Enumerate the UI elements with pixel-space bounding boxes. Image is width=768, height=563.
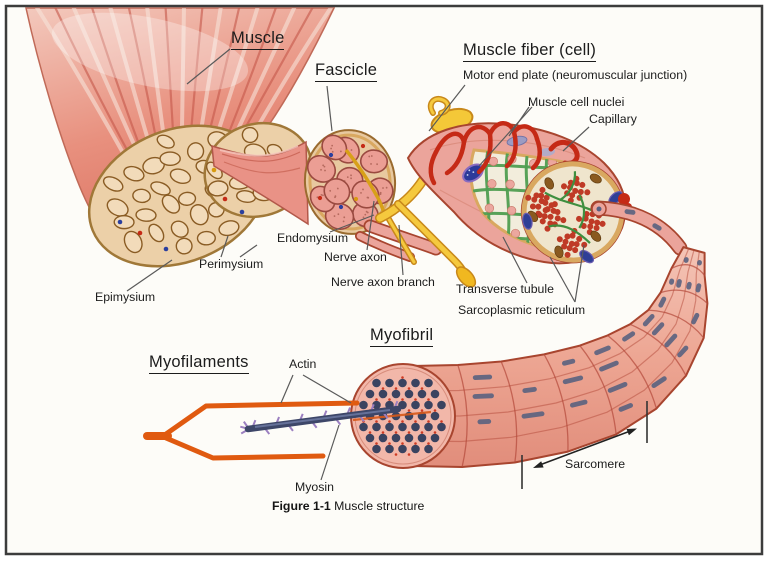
leader-line bbox=[239, 244, 258, 258]
figure-caption-number: Figure 1-1 bbox=[272, 499, 331, 513]
label-sarcomere: Sarcomere bbox=[565, 457, 626, 471]
leader-line bbox=[478, 106, 533, 167]
label-motor-end-plate: Motor end plate (neuromuscular junction) bbox=[463, 68, 688, 82]
leader-line bbox=[502, 236, 528, 284]
capillary-network bbox=[428, 149, 439, 186]
label-fascicle: Fascicle bbox=[315, 61, 378, 82]
capillary-network bbox=[530, 136, 543, 171]
nerve-ending bbox=[455, 266, 477, 288]
leader-line bbox=[329, 214, 375, 233]
leader-line bbox=[574, 244, 585, 303]
leader-line bbox=[562, 126, 590, 152]
label-nerve-axon: Nerve axon bbox=[324, 250, 387, 264]
leader-line bbox=[549, 256, 576, 303]
leader-line bbox=[428, 84, 466, 132]
label-actin: Actin bbox=[289, 357, 317, 371]
leader-line bbox=[126, 259, 173, 292]
myofibril-cut-face bbox=[350, 363, 456, 469]
label-muscle: Muscle bbox=[231, 29, 285, 50]
actin-filament bbox=[163, 400, 360, 437]
leader-line bbox=[398, 224, 404, 276]
actin-filament-in-face bbox=[352, 410, 432, 422]
capillary-network bbox=[476, 131, 493, 175]
figure-caption: Figure 1-1 Muscle structure bbox=[272, 499, 424, 513]
label-capillary: Capillary bbox=[589, 112, 637, 126]
actin-filament bbox=[163, 435, 326, 461]
label-muscle-cell-nuclei: Muscle cell nuclei bbox=[528, 95, 625, 109]
label-epimysium: Epimysium bbox=[95, 290, 156, 304]
figure-caption-text: Muscle structure bbox=[330, 499, 425, 513]
leader-line bbox=[326, 85, 333, 132]
label-myofilaments: Myofilaments bbox=[149, 353, 249, 374]
sarcomere-arrow bbox=[536, 429, 634, 467]
leader-line bbox=[220, 235, 229, 258]
leader-line bbox=[186, 48, 231, 85]
leader-line bbox=[302, 374, 352, 404]
label-muscle-fiber: Muscle fiber (cell) bbox=[463, 41, 597, 62]
label-sarcoplasmic-reticulum: Sarcoplasmic reticulum bbox=[458, 303, 586, 317]
label-nerve-axon-branch: Nerve axon branch bbox=[331, 275, 435, 289]
leader-line bbox=[320, 424, 340, 481]
label-transverse-tubule: Transverse tubule bbox=[456, 282, 554, 296]
fiber-cut-face bbox=[520, 160, 626, 264]
label-myofibril: Myofibril bbox=[370, 326, 434, 347]
figure-frame bbox=[4, 4, 764, 556]
label-perimysium: Perimysium bbox=[199, 257, 264, 271]
capillary-network bbox=[504, 129, 518, 169]
label-myosin: Myosin bbox=[295, 480, 334, 494]
label-endomysium: Endomysium bbox=[277, 231, 349, 245]
leader-line bbox=[366, 200, 375, 251]
leader-line bbox=[280, 374, 294, 404]
capillary-network bbox=[444, 139, 467, 176]
